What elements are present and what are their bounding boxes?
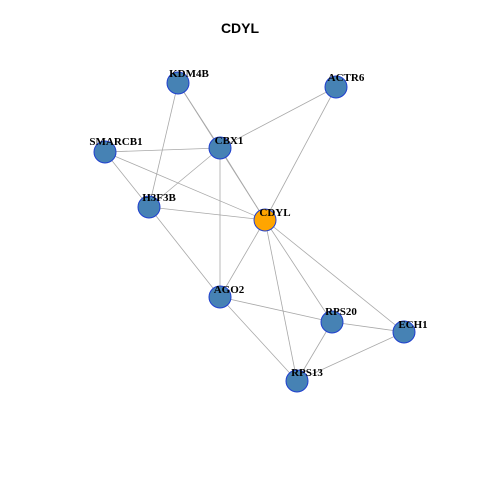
node-ago2[interactable]: AGO2: [208, 284, 245, 309]
node-circle-ech1[interactable]: [392, 320, 416, 344]
graph-title: CDYL: [220, 20, 260, 36]
edge-h3f3b-cdyl: [148, 206, 266, 221]
node-label-cdyl: CDYL: [259, 207, 290, 219]
edge-cdyl-rps13: [264, 219, 298, 382]
node-label-h3f3b: H3F3B: [142, 192, 176, 204]
node-h3f3b[interactable]: H3F3B: [137, 192, 176, 219]
edge-ago2-rps20: [219, 296, 333, 323]
edge-ech1-rps13: [296, 331, 405, 382]
node-circle-cdyl[interactable]: [253, 208, 277, 232]
node-circle-ago2[interactable]: [208, 285, 232, 309]
node-cdyl[interactable]: CDYL: [253, 207, 291, 232]
node-label-actr6: ACTR6: [328, 72, 365, 84]
node-label-ago2: AGO2: [214, 284, 245, 296]
node-kdm4b[interactable]: KDM4B: [166, 68, 210, 95]
edge-actr6-cbx1: [219, 86, 337, 149]
node-label-rps20: RPS20: [325, 306, 357, 318]
node-circle-actr6[interactable]: [324, 75, 348, 99]
node-circle-kdm4b[interactable]: [166, 71, 190, 95]
node-label-cbx1: CBX1: [215, 135, 244, 147]
node-rps13[interactable]: RPS13: [285, 367, 323, 393]
edge-smarcb1-cbx1: [104, 147, 221, 153]
node-rps20[interactable]: RPS20: [320, 306, 357, 334]
node-smarcb1[interactable]: SMARCB1: [89, 136, 143, 164]
edge-kdm4b-h3f3b: [148, 82, 179, 208]
node-label-kdm4b: KDM4B: [169, 68, 209, 80]
edges-layer: [104, 82, 405, 382]
edge-smarcb1-cdyl: [104, 151, 266, 221]
node-label-smarcb1: SMARCB1: [89, 136, 142, 148]
node-ech1[interactable]: ECH1: [392, 319, 428, 344]
edge-cbx1-h3f3b: [148, 147, 221, 208]
edge-cdyl-ech1: [264, 219, 405, 333]
edge-actr6-cdyl: [264, 86, 337, 221]
edge-smarcb1-h3f3b: [104, 151, 150, 208]
edge-h3f3b-ago2: [148, 206, 221, 298]
node-actr6[interactable]: ACTR6: [324, 72, 365, 99]
node-circle-rps13[interactable]: [285, 369, 309, 393]
edge-rps20-ech1: [331, 321, 405, 333]
edge-cdyl-rps20: [264, 219, 333, 323]
node-circle-cbx1[interactable]: [208, 136, 232, 160]
node-label-ech1: ECH1: [398, 319, 427, 331]
node-label-rps13: RPS13: [291, 367, 323, 379]
node-circle-h3f3b[interactable]: [137, 195, 161, 219]
edge-cbx1-cdyl: [219, 147, 266, 221]
edge-ago2-rps13: [219, 296, 298, 382]
node-circle-rps20[interactable]: [320, 310, 344, 334]
node-cbx1[interactable]: CBX1: [208, 135, 244, 160]
node-circle-smarcb1[interactable]: [93, 140, 117, 164]
edge-cdyl-ago2: [219, 219, 266, 298]
